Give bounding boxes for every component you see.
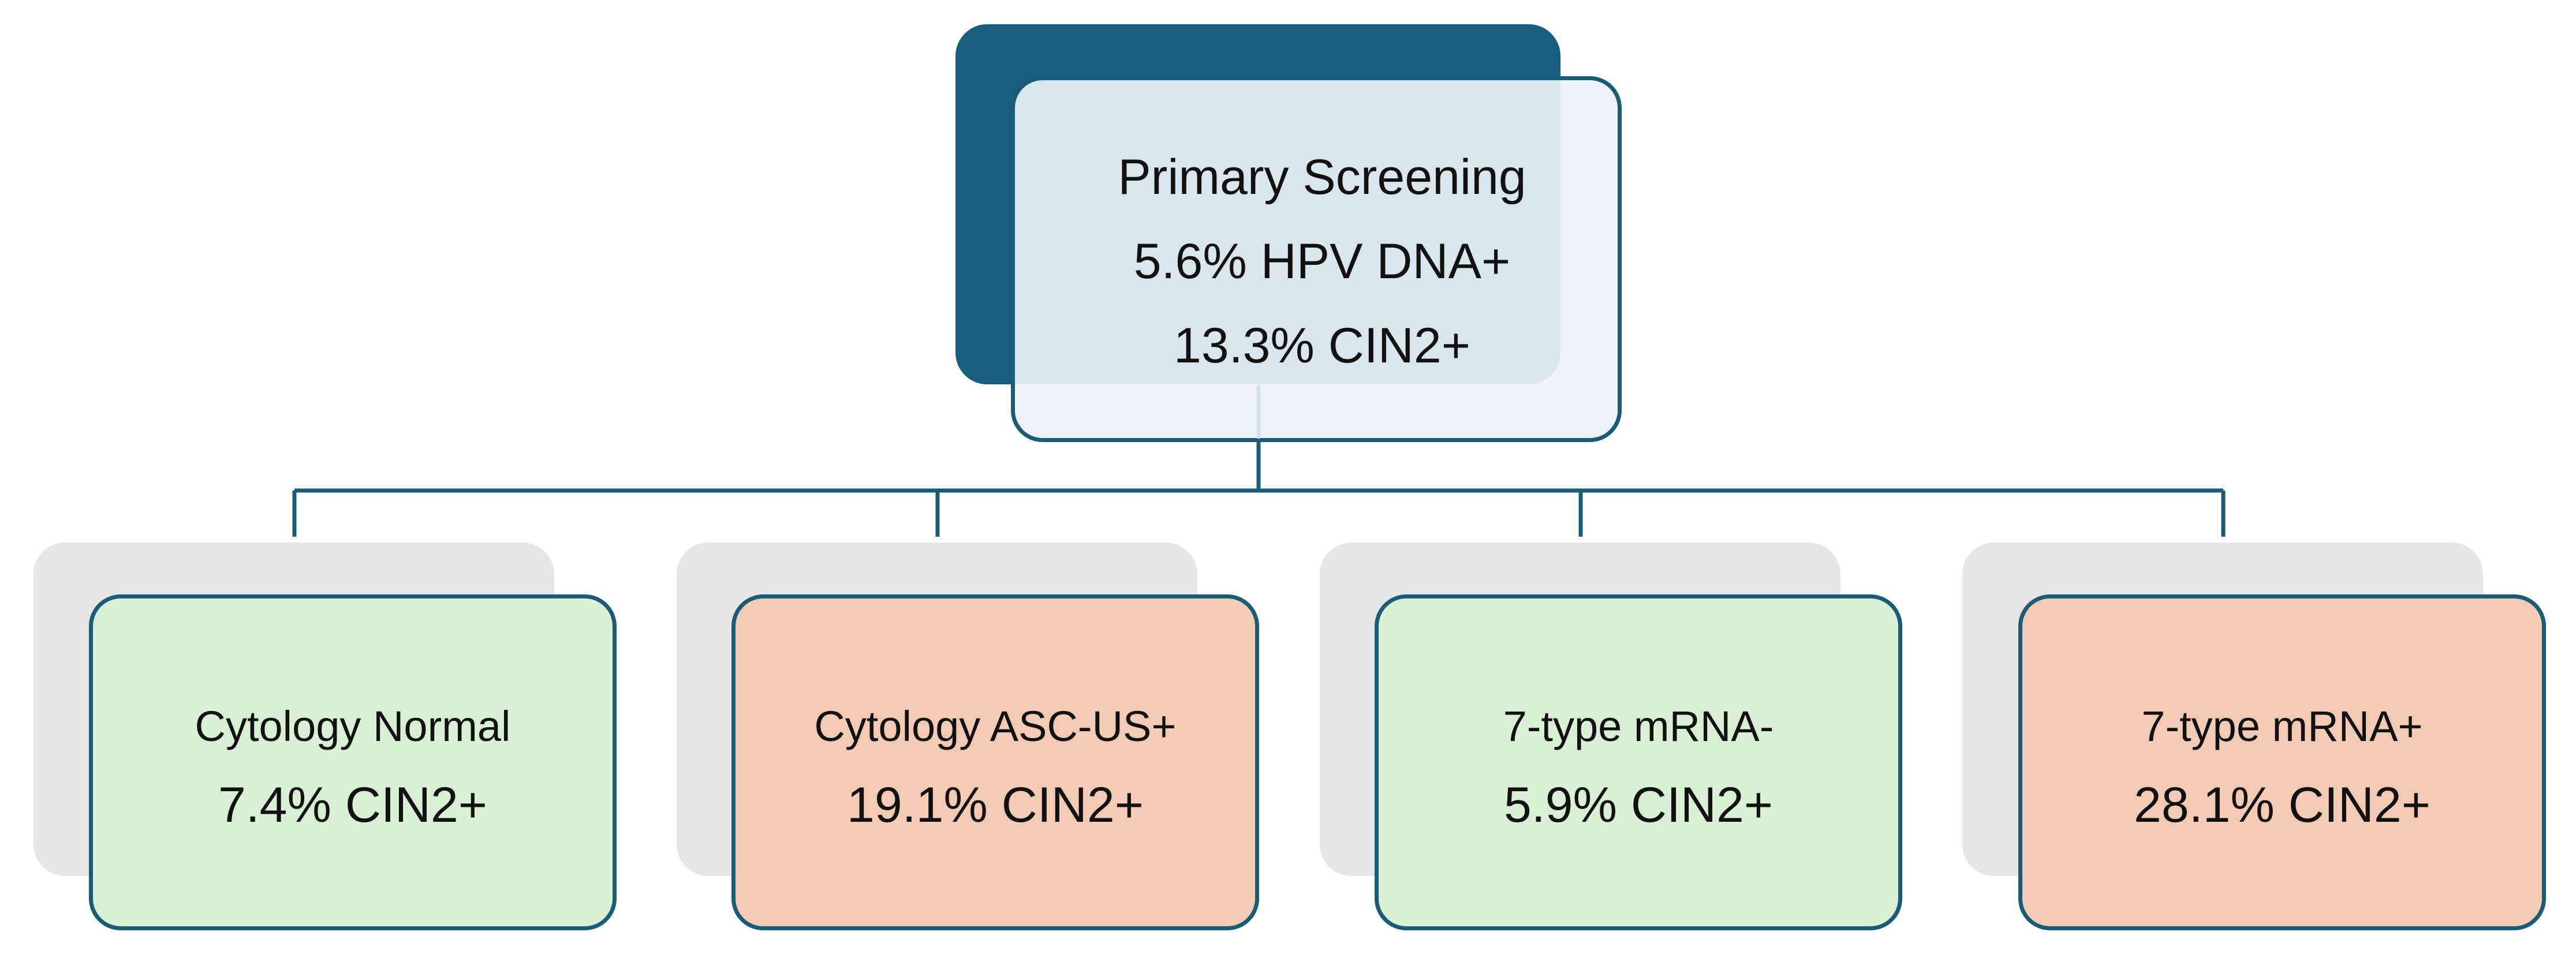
mrna-negative-cin2-rate: 5.9% CIN2+ — [1503, 777, 1774, 833]
mrna-negative-node: 7-type mRNA- 5.9% CIN2+ — [1375, 594, 1902, 930]
primary-screening-node: Primary Screening 5.6% HPV DNA+ 13.3% CI… — [1011, 76, 1622, 442]
mrna-positive-title: 7-type mRNA+ — [2141, 702, 2423, 750]
cytology-ascus-title: Cytology ASC-US+ — [814, 702, 1177, 750]
mrna-negative-title: 7-type mRNA- — [1503, 702, 1774, 750]
root-cin2-rate: 13.3% CIN2+ — [1174, 318, 1470, 373]
cytology-ascus-node: Cytology ASC-US+ 19.1% CIN2+ — [731, 594, 1259, 930]
cytology-normal-node: Cytology Normal 7.4% CIN2+ — [89, 594, 617, 930]
mrna-positive-node: 7-type mRNA+ 28.1% CIN2+ — [2018, 594, 2546, 930]
root-title: Primary Screening — [1118, 149, 1526, 205]
mrna-positive-cin2-rate: 28.1% CIN2+ — [2134, 777, 2431, 833]
cytology-normal-title: Cytology Normal — [195, 702, 511, 750]
root-hpv-rate: 5.6% HPV DNA+ — [1133, 234, 1511, 289]
cytology-ascus-cin2-rate: 19.1% CIN2+ — [847, 777, 1144, 833]
cytology-normal-cin2-rate: 7.4% CIN2+ — [218, 777, 488, 833]
